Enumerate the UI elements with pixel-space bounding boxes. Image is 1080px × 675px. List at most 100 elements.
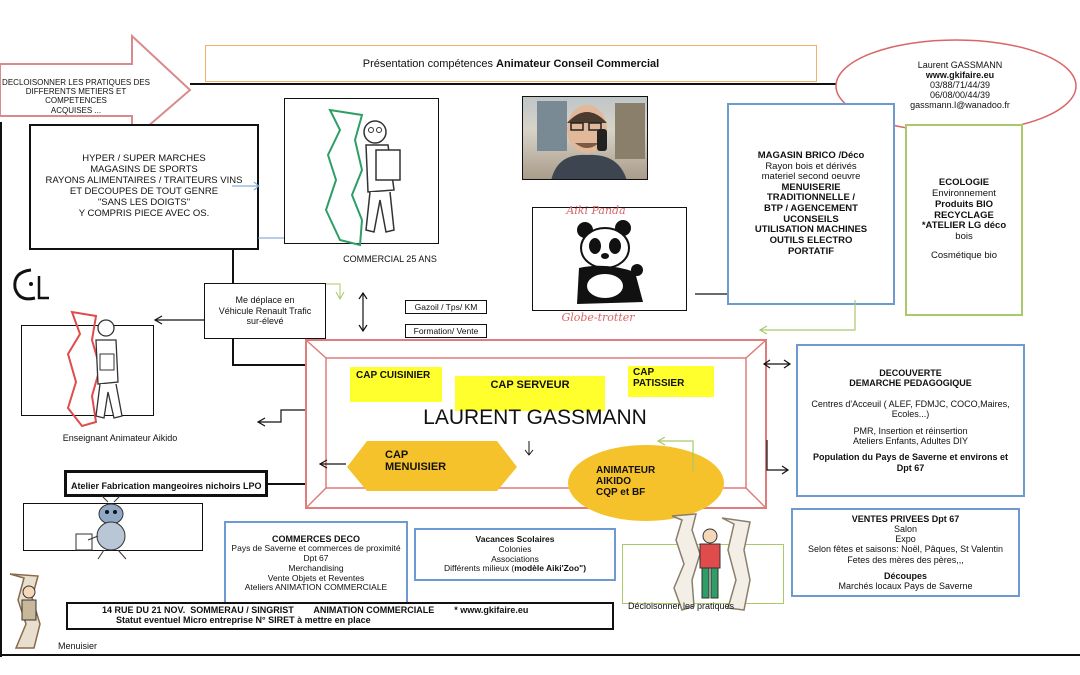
vacances-line: Associations: [491, 553, 539, 564]
contact-block: Laurent GASSMANN www.gkifaire.eu 03/88/7…: [880, 60, 1040, 110]
retail-line: ET DECOUPES DE TOUT GENRE: [69, 186, 219, 197]
retail-to-vehicle-line: [232, 250, 234, 283]
enseignant-figure-box: [21, 325, 154, 416]
commerces-line: Dpt 67: [303, 553, 329, 564]
eco-line: Produits BIO: [934, 198, 994, 210]
ventes-line: Salon: [893, 524, 918, 535]
retail-line: HYPER / SUPER MARCHES: [82, 153, 206, 165]
vacances-box: Vacances Scolaires Colonies Associations…: [414, 528, 616, 581]
vacances-line-3: Différents milieux (modèle Aiki'Zoo"): [443, 563, 586, 574]
menuisier-label: Menuisier: [58, 641, 98, 651]
robot-icon: [75, 496, 127, 560]
enseignant-label: Enseignant Animateur Aikido: [62, 433, 178, 443]
contact-website[interactable]: www.gkifaire.eu: [925, 70, 995, 81]
eco-line: Environnement: [932, 187, 996, 199]
cap-menuisier-shape: [347, 441, 517, 491]
vehicle-to-center-hline: [232, 364, 308, 366]
animateur-line: CQP et BF: [596, 487, 646, 498]
center-to-population-arrow: [766, 440, 790, 475]
header-title-bold: Animateur Conseil Commercial: [496, 57, 660, 70]
eco-line: ECOLOGIE: [938, 176, 990, 188]
vacances-title: Vacances Scolaires: [475, 533, 555, 544]
footer-address: 14 RUE DU 21 NOV. SOMMERAU / SINGRIST AN…: [102, 605, 529, 615]
vehicle-to-enseignant-arrow: [153, 315, 204, 325]
cap-serveur-tag: CAP SERVEUR: [455, 376, 605, 411]
vehicle-to-center-line: [232, 339, 234, 365]
decouverte-line: Population du Pays de Saverne et environ…: [812, 452, 1009, 463]
decloisonner-figure-illustration: [671, 513, 751, 611]
brico-line: materiel second oeuvre: [761, 171, 861, 183]
logo-g-icon: [13, 268, 49, 301]
retail-line: MAGASINS DE SPORTS: [90, 164, 198, 176]
commercial-label: COMMERCIAL 25 ANS: [343, 254, 437, 264]
header-title-box: Présentation compétences Animateur Conse…: [205, 45, 817, 82]
contact-phone2: 06/08/00/44/39: [929, 90, 991, 101]
eco-connector: [758, 300, 856, 335]
cap-patissier-line: CAP: [633, 367, 655, 378]
animateur-ellipse: [568, 445, 724, 521]
vehicle-box: Me déplace en Véhicule Renault Trafic su…: [204, 283, 326, 339]
footer-status: Statut eventuel Micro entreprise N° SIRE…: [116, 615, 371, 626]
ventes-line: Expo: [895, 534, 916, 545]
ventes-line: Découpes: [883, 570, 927, 581]
cap-menuisier-text: CAP MENUISIER: [385, 449, 465, 473]
retail-line: Y COMPRIS PIECE AVEC OS.: [78, 207, 210, 219]
decouverte-line: Ateliers Enfants, Adultes DIY: [852, 435, 969, 446]
eco-line: *ATELIER LG déco: [921, 220, 1007, 232]
vehicle-line: Véhicule Renault Trafic: [218, 305, 312, 316]
right-arrow-shape: [0, 34, 192, 142]
footer-box: 14 RUE DU 21 NOV. SOMMERAU / SINGRIST AN…: [66, 602, 614, 630]
decouverte-title: DEMARCHE PEDAGOGIQUE: [849, 378, 972, 389]
animateur-line: ANIMATEUR: [596, 465, 656, 476]
brico-line: UCONSEILS: [783, 213, 839, 225]
brico-line: OUTILS ELECTRO: [769, 234, 853, 246]
commerces-title: COMMERCES DECO: [271, 533, 360, 544]
decouverte-line: Ecoles...): [891, 409, 930, 420]
center-to-decouverte-arrow: [762, 359, 792, 369]
brico-line: Rayon bois et dérivés: [765, 160, 857, 172]
formation-tag: Formation/ Vente: [405, 324, 487, 338]
decloisonner-label: Décloisonner les pratiques: [627, 601, 735, 611]
top-divider: [190, 83, 850, 85]
atelier-connector: [265, 483, 305, 485]
vehicle-green-arrow: [326, 283, 345, 301]
gazoil-tag: Gazoil / Tps/ KM: [405, 300, 487, 314]
menuisier-figure-illustration: [9, 573, 41, 649]
center-down-arrow: [524, 441, 534, 456]
vehicle-line: sur-élevé: [246, 316, 284, 327]
ventes-box: VENTES PRIVEES Dpt 67 Salon Expo Selon f…: [791, 508, 1020, 597]
arrow-text-line: DECLOISONNER LES PRATIQUES DES: [2, 78, 150, 87]
brico-line: PORTATIF: [787, 245, 835, 257]
ventes-line: Fetes des mères des pères,,,: [847, 554, 964, 565]
arrow-text: DECLOISONNER LES PRATIQUES DES DIFFERENT…: [0, 78, 152, 115]
ventes-line: Selon fêtes et saisons: Noël, Pâques, St…: [808, 544, 1003, 555]
arrow-text-line: ACQUISES ...: [50, 105, 102, 115]
cap-menuisier-line: MENUISIER: [385, 461, 447, 474]
retail-box: HYPER / SUPER MARCHES MAGASINS DE SPORTS…: [29, 124, 259, 250]
brico-line: TRADITIONNELLE /: [766, 192, 856, 204]
contact-email[interactable]: gassmann.l@wanadoo.fr: [910, 100, 1010, 111]
retail-line: "SANS LES DOIGTS": [97, 196, 191, 208]
left-vertical-divider: [0, 122, 2, 657]
commerces-line: Ateliers ANIMATION COMMERCIALE: [244, 582, 388, 593]
bottom-divider: [0, 654, 1080, 656]
center-name: LAURENT GASSMANN: [423, 406, 647, 429]
vacances-line-prefix: Différents milieux (: [443, 563, 515, 574]
commerces-line: Merchandising: [288, 562, 344, 573]
retail-inner-arrow: [232, 181, 260, 191]
arrow-text-line: DIFFERENTS METIERS ET COMPETENCES: [25, 87, 127, 106]
center-left-arrow: [318, 459, 346, 469]
cap-cuisinier-tag: CAP CUISINIER: [350, 367, 442, 402]
vehicle-line: Me déplace en: [235, 295, 295, 306]
contact-phone1: 03/88/71/44/39: [929, 80, 991, 91]
header-title-prefix: Présentation compétences: [362, 57, 494, 70]
commercial-figure-illustration: [324, 108, 401, 247]
vacances-line: Colonies: [498, 543, 532, 554]
ventes-line: Marchés locaux Pays de Saverne: [838, 580, 973, 591]
enseignant-figure-illustration: [66, 310, 123, 428]
person-icon: [537, 101, 645, 179]
cap-patissier-line: PATISSIER: [633, 378, 685, 389]
animateur-green-arrow: [656, 437, 694, 471]
decouverte-line: Dpt 67: [896, 462, 925, 473]
animateur-line: AIKIDO: [596, 476, 631, 487]
